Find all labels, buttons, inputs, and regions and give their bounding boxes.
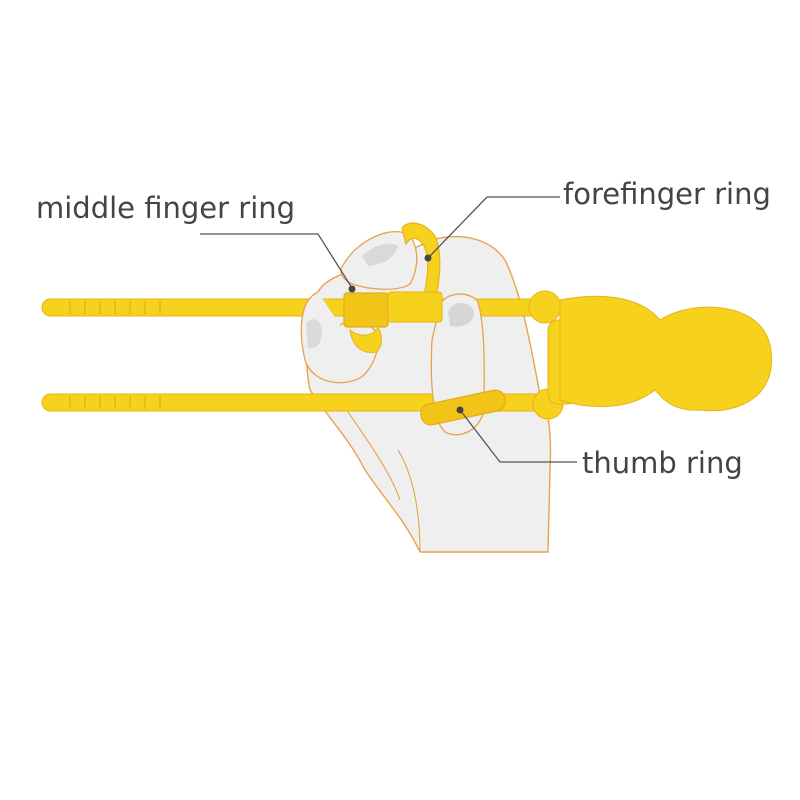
thumb-ring-label: thumb ring bbox=[582, 449, 743, 478]
forefinger-ring-base bbox=[388, 292, 442, 322]
forefinger-ring-label: forefinger ring bbox=[563, 180, 771, 209]
middle-finger-ring-label: middle finger ring bbox=[36, 194, 295, 223]
top-chopstick bbox=[42, 299, 562, 316]
gourd-connector bbox=[529, 291, 772, 419]
middle-finger-ring bbox=[344, 293, 388, 327]
